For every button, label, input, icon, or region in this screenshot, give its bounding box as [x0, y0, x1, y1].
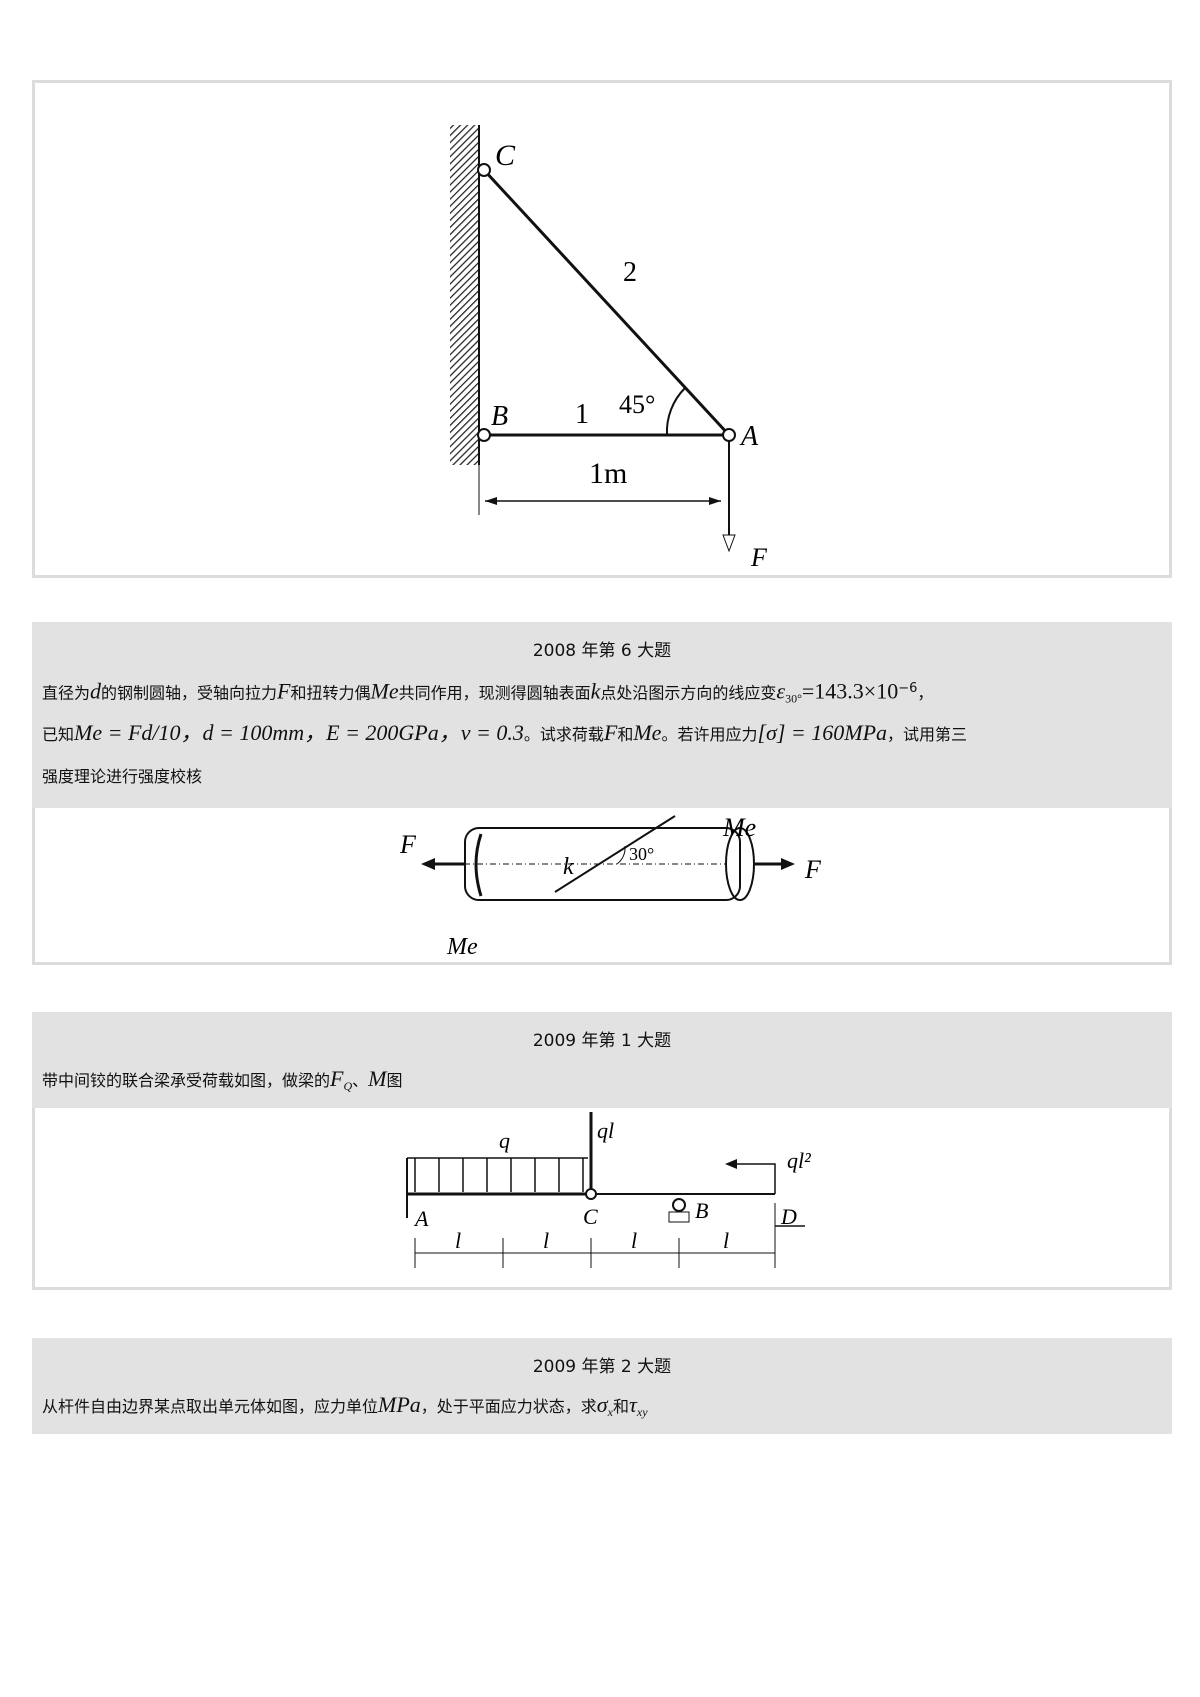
- text: 、: [352, 1071, 369, 1090]
- text: 从杆件自由边界某点取出单元体如图，应力单位: [42, 1397, 379, 1416]
- label-B: B: [695, 1198, 708, 1223]
- text: 已知: [42, 725, 75, 744]
- math-epsilon: ε: [776, 678, 786, 704]
- label-l: l: [543, 1228, 549, 1253]
- label-bar-1: 1: [575, 399, 589, 430]
- label-F-left: F: [399, 830, 417, 859]
- text: 点处沿图示方向的线应变: [600, 683, 777, 703]
- text: 带中间铰的联合梁承受荷载如图，做梁的: [42, 1071, 331, 1090]
- question-2008-6: 2008 年第 6 大题 直径为d的钢制圆轴，受轴向拉力F和扭转力偶Me共同作用…: [32, 622, 1172, 808]
- math-sub: 30°: [785, 691, 802, 706]
- question-title: 2009 年第 2 大题: [532, 1357, 672, 1377]
- label-ql: ql: [597, 1118, 614, 1143]
- math-tau: τ: [629, 1392, 637, 1417]
- text: 的钢制圆轴，受轴向拉力: [101, 683, 278, 703]
- question-title: 2008 年第 6 大题: [532, 641, 672, 661]
- text: 共同作用，现测得圆轴表面: [398, 683, 591, 703]
- label-angle: 45°: [619, 390, 655, 419]
- question-2009-2: 2009 年第 2 大题 从杆件自由边界某点取出单元体如图，应力单位MPa，处于…: [32, 1338, 1172, 1434]
- text: ，: [917, 683, 934, 703]
- question-line-3: 强度理论进行强度校核: [42, 767, 203, 786]
- label-F-right: F: [804, 855, 822, 884]
- text: 和扭转力偶: [290, 683, 371, 703]
- figure-beam: q ql ql² A C B D l l l l: [32, 1108, 1172, 1290]
- math-k: k: [590, 678, 601, 704]
- label-A: A: [413, 1206, 429, 1231]
- label-Me-top: Me: [722, 813, 756, 842]
- beam-diagram: q ql ql² A C B D l l l l: [406, 1112, 811, 1268]
- figure-shaft: F F Me Me k 30°: [32, 808, 1172, 965]
- question-line-2: 已知Me = Fd/10，d = 100mm，E = 200GPa，ν = 0.…: [32, 711, 1172, 755]
- math-M: M: [368, 1066, 387, 1091]
- label-D: D: [780, 1204, 797, 1229]
- figure-truss: C 2 B 1 45° A 1m F: [32, 80, 1172, 578]
- label-F: F: [750, 543, 768, 572]
- label-ql2: ql²: [787, 1148, 811, 1173]
- label-C: C: [495, 139, 516, 172]
- math-d: d: [90, 678, 102, 704]
- text: ，试用第三: [887, 725, 968, 744]
- math-allowable-stress: [σ] = 160MPa: [757, 720, 888, 745]
- label-k: k: [563, 854, 574, 880]
- math-Me: Me: [370, 678, 399, 704]
- label-C: C: [583, 1204, 598, 1229]
- text: 和: [617, 725, 634, 744]
- label-B: B: [491, 401, 508, 432]
- label-q: q: [499, 1128, 510, 1153]
- truss-diagram: C 2 B 1 45° A 1m F: [450, 125, 768, 572]
- math-given: Me = Fd/10，d = 100mm，E = 200GPa，ν = 0.3: [74, 720, 524, 745]
- question-line-1: 带中间铰的联合梁承受荷载如图，做梁的FQ、M图: [32, 1057, 1172, 1101]
- label-Me-bottom: Me: [446, 934, 478, 960]
- math-F: F: [603, 720, 618, 745]
- label-l: l: [723, 1228, 729, 1253]
- shaft-diagram: F F Me Me k 30°: [399, 813, 822, 960]
- math-exp: −6: [898, 681, 918, 696]
- label-length: 1m: [589, 457, 627, 490]
- math-F: F: [277, 678, 291, 704]
- math-sub: Q: [343, 1079, 353, 1094]
- math-sub: xy: [636, 1405, 648, 1420]
- text: 。若许用应力: [661, 725, 758, 744]
- text: 。试求荷载: [523, 725, 604, 744]
- math-sigma: σ: [596, 1392, 608, 1417]
- text: 和: [612, 1397, 629, 1416]
- math-MPa: MPa: [378, 1392, 421, 1417]
- label-A: A: [739, 421, 759, 452]
- math-FQ: F: [330, 1066, 344, 1091]
- text: 直径为: [42, 683, 91, 703]
- text: ，处于平面应力状态，求: [420, 1397, 597, 1416]
- question-line-1: 直径为d的钢制圆轴，受轴向拉力F和扭转力偶Me共同作用，现测得圆轴表面k点处沿图…: [32, 667, 1172, 711]
- label-bar-2: 2: [623, 257, 637, 288]
- label-l: l: [455, 1228, 461, 1253]
- label-l: l: [631, 1228, 637, 1253]
- math-Me: Me: [633, 720, 662, 745]
- text: 图: [386, 1071, 403, 1090]
- question-title: 2009 年第 1 大题: [532, 1031, 672, 1051]
- label-angle: 30°: [629, 844, 654, 864]
- question-line-1: 从杆件自由边界某点取出单元体如图，应力单位MPa，处于平面应力状态，求σx和τx…: [32, 1383, 1172, 1427]
- question-2009-1: 2009 年第 1 大题 带中间铰的联合梁承受荷载如图，做梁的FQ、M图: [32, 1012, 1172, 1108]
- math-value: =143.3×10: [801, 678, 899, 704]
- math-sub: x: [607, 1405, 613, 1420]
